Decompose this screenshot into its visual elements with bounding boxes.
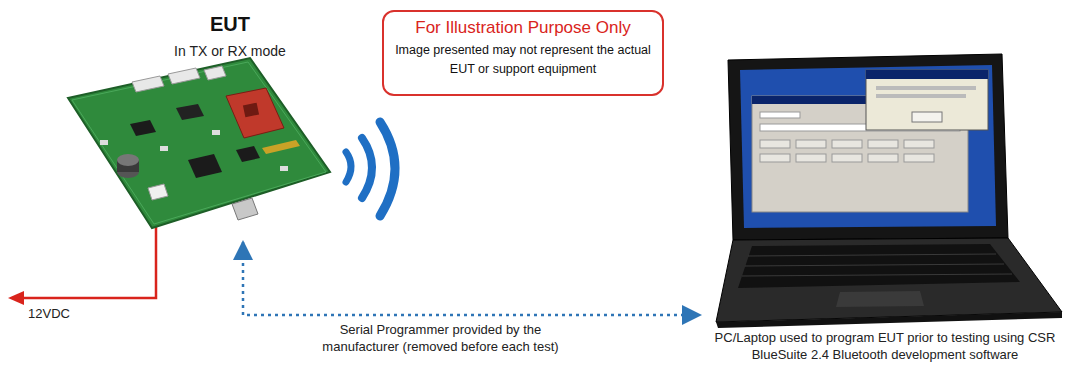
voltage-label: 12VDC: [28, 306, 70, 321]
node-caption: PC/Laptop used to program EUT prior to t…: [709, 329, 1061, 365]
node-subtitle: In TX or RX mode: [174, 42, 286, 60]
note-body: Image presented may not represent the ac…: [394, 41, 652, 79]
wireless-waves: [346, 122, 395, 216]
power-wire: [8, 196, 156, 305]
laptop-node: PC/Laptop used to program EUT prior to t…: [700, 50, 1070, 365]
laptop-illustration: [716, 54, 1062, 328]
eut-node: EUT In TX or RX mode: [60, 6, 400, 240]
serial-link: [243, 242, 700, 315]
pcb-board: [68, 58, 330, 228]
note-heading: For Illustration Purpose Only: [415, 17, 630, 38]
edge-label: Serial Programmer provided by the manufa…: [306, 321, 575, 355]
node-heading: EUT: [210, 12, 250, 36]
disclaimer-box: For Illustration Purpose OnlyImage prese…: [382, 10, 664, 96]
